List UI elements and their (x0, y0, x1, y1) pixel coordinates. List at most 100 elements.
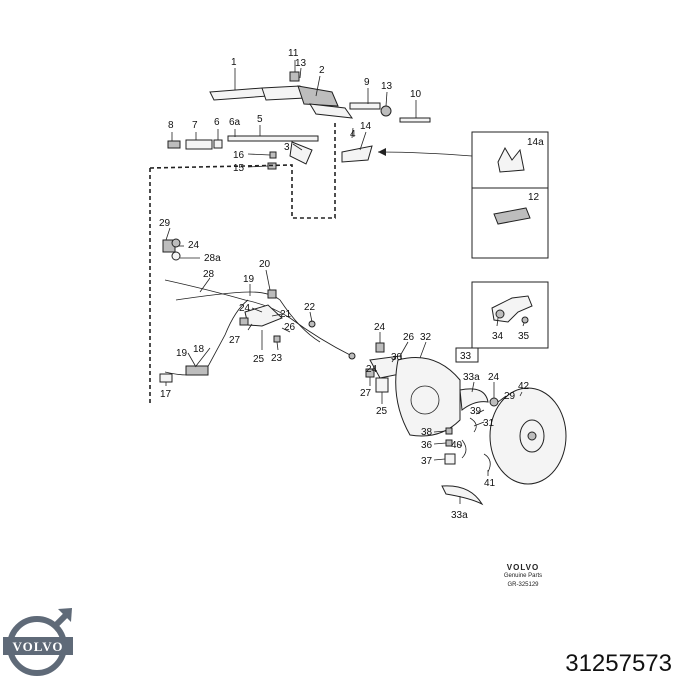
callout-33a-top: 33a (463, 372, 480, 383)
callout-21: 21 (280, 309, 292, 320)
callout-12: 12 (528, 192, 540, 203)
callout-1: 1 (231, 57, 237, 68)
callout-7: 7 (192, 120, 198, 131)
callout-24-d: 24 (366, 364, 378, 375)
callout-28a: 28a (204, 253, 221, 264)
bolt-23-part (273, 335, 281, 343)
link-part (289, 141, 313, 165)
callout-33a-bottom: 33a (451, 510, 468, 521)
brand-wordmark: VOLVO (506, 563, 540, 572)
callout-24-a: 24 (188, 240, 200, 251)
callout-18: 18 (193, 344, 205, 355)
lever-bracket-part (297, 85, 339, 107)
callout-4: 4 (350, 129, 356, 140)
bracket-14-part (341, 145, 373, 163)
callout-32: 32 (420, 332, 432, 343)
shoe-33a-bottom-part (441, 485, 484, 506)
spring-part (185, 139, 213, 150)
callout-40: 40 (451, 440, 463, 451)
adjuster-part (167, 140, 181, 149)
callout-42: 42 (518, 381, 530, 392)
brand-line-2: GR-325129 (507, 582, 539, 588)
callout-24-b: 24 (239, 303, 251, 314)
callout-6a: 6a (229, 117, 241, 128)
callout-26-b: 26 (403, 332, 415, 343)
lever-grip-part (209, 87, 269, 101)
callout-29-a: 29 (159, 218, 171, 229)
callout-39: 39 (470, 406, 482, 417)
disc-center (527, 431, 537, 441)
rod-part (227, 135, 319, 142)
callout-27-a: 27 (229, 335, 241, 346)
callout-labels: 1 2 3 4 5 6 6a 7 8 9 10 11 13 13 14 15 1… (159, 48, 544, 521)
bracket-25b-part (375, 377, 389, 393)
nut-24-part (171, 238, 181, 248)
callout-33-box (455, 347, 479, 363)
cable-system-left (159, 227, 356, 386)
callout-19-b: 19 (176, 348, 188, 359)
bolt-27-part (239, 317, 249, 326)
callout-11: 11 (288, 48, 299, 59)
cable-end-18-part (185, 365, 209, 376)
inset-12-box (471, 187, 549, 259)
part-number: 31257573 (565, 650, 672, 677)
callout-5: 5 (257, 114, 263, 125)
callout-9: 9 (364, 77, 370, 88)
callout-29-b: 29 (504, 391, 516, 402)
genuine-parts-stamp: VOLVO Genuine Parts GR-325129 (500, 563, 546, 590)
callout-34: 34 (492, 331, 504, 342)
callout-14: 14 (360, 121, 372, 132)
callout-3: 3 (284, 142, 290, 153)
cable-end-17-part (159, 373, 173, 383)
backplate-32-part (395, 357, 461, 437)
washer-part (380, 105, 392, 117)
logo-wordmark: VOLVO (13, 639, 64, 654)
callout-19-a: 19 (243, 274, 255, 285)
callout-26-a: 26 (284, 322, 296, 333)
callout-10: 10 (410, 89, 422, 100)
bolt-37-part (444, 453, 456, 465)
callout-36: 36 (421, 440, 433, 451)
pad-12-part (493, 207, 531, 225)
rear-brake-assembly (365, 332, 567, 506)
callout-15: 15 (233, 163, 245, 174)
callout-20: 20 (259, 259, 271, 270)
clip-part (213, 139, 223, 149)
lever-base-part (309, 103, 354, 119)
callout-31: 31 (483, 418, 495, 429)
nut-24c-part (489, 397, 499, 407)
cable-end-right (348, 352, 356, 360)
brand-line-1: Genuine Parts (503, 573, 543, 579)
pin-35-part (521, 316, 529, 324)
fastener-16-part (269, 151, 277, 159)
callout-8: 8 (168, 120, 174, 131)
inset-34-35 (455, 281, 549, 363)
callout-27-b: 27 (360, 388, 372, 399)
callout-16: 16 (233, 150, 245, 161)
callout-35: 35 (518, 331, 530, 342)
clip-14a-part (497, 146, 525, 173)
pin-38-part (445, 427, 453, 435)
callout-22: 22 (304, 302, 316, 313)
callout-25-a: 25 (253, 354, 265, 365)
nut-part (289, 71, 300, 82)
callout-28: 28 (203, 269, 215, 280)
pin-part (349, 102, 381, 110)
handbrake-lever-assembly (149, 60, 473, 405)
callout-30: 30 (391, 352, 403, 363)
bolt-24-part (375, 342, 385, 353)
callout-24-e: 24 (488, 372, 500, 383)
callout-37: 37 (421, 456, 433, 467)
callout-38: 38 (421, 427, 433, 438)
callout-41: 41 (484, 478, 496, 489)
callout-25-b: 25 (376, 406, 388, 417)
callout-13-a: 13 (295, 58, 307, 69)
bolt-20-part (267, 289, 277, 299)
clip-28a-part (171, 251, 181, 261)
callout-33: 33 (460, 351, 472, 362)
callout-24-c: 24 (374, 322, 386, 333)
callout-17: 17 (160, 389, 172, 400)
volvo-logo: VOLVO (3, 608, 73, 676)
